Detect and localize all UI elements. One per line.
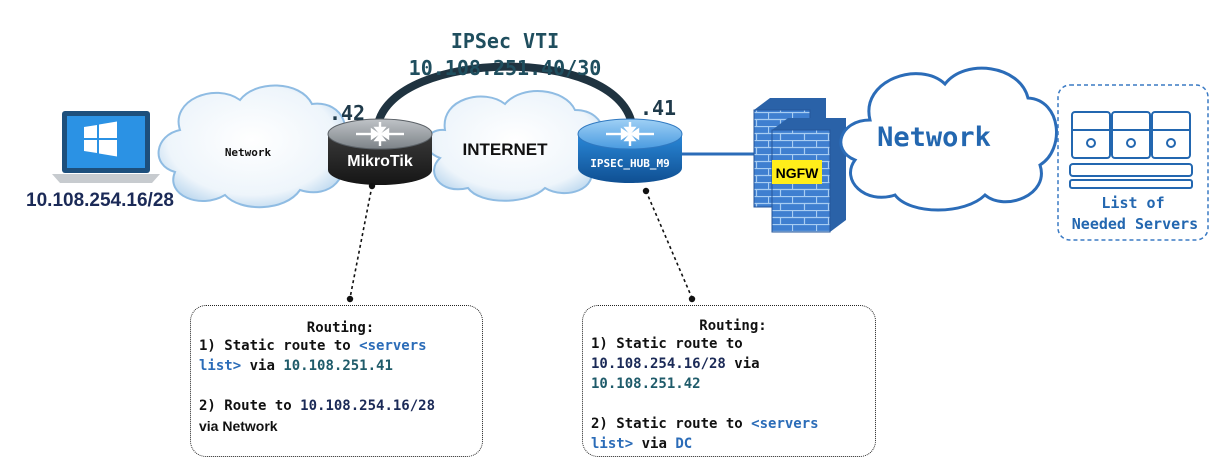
network-cloud-left-label: Network (225, 146, 272, 159)
network-cloud-right-label: Network (877, 122, 991, 153)
left-routing-title: Routing: (306, 320, 375, 336)
right-route-1-gw: 10.108.251.42 (591, 376, 701, 392)
servers-label-line2: Needed Servers (1072, 215, 1198, 233)
right-ip-suffix: .41 (640, 96, 676, 120)
left-route-1: 1) Static route to <servers (199, 338, 427, 354)
network-cloud-left (157, 84, 347, 209)
server-rack-icon (1057, 84, 1209, 241)
ipsec-hub-router-icon (577, 118, 683, 183)
right-route-1: 1) Static route to (591, 336, 743, 352)
ipsec-tunnel-arc (374, 62, 636, 126)
tunnel-name-label: IPSec VTI (451, 29, 559, 53)
ipsec-hub-label: IPSEC_HUB_M9 (590, 157, 669, 170)
right-route-1-net: 10.108.254.16/28 via (591, 356, 760, 372)
client-subnet-label: 10.108.254.16/28 (26, 190, 174, 211)
right-route-2: 2) Static route to <servers (591, 416, 819, 432)
internet-cloud (425, 90, 606, 202)
mikrotik-label: MikroTik (347, 153, 413, 170)
right-callout-connector (642, 187, 696, 303)
right-routing-title: Routing: (699, 318, 767, 334)
firewall-icon (753, 98, 846, 233)
right-routing-box: Routing: 1) Static route to 10.108.254.1… (582, 305, 876, 457)
tunnel-subnet-label: 10.108.251.40/30 (409, 56, 602, 80)
left-route-2: 2) Route to 10.108.254.16/28 (199, 398, 436, 414)
network-cloud-right (839, 66, 1058, 212)
servers-label-line1: List of (1101, 194, 1164, 212)
laptop-icon (52, 111, 160, 183)
mikrotik-router-icon (327, 118, 433, 185)
left-ip-suffix: .42 (329, 101, 365, 125)
left-callout-connector (346, 182, 376, 303)
left-routing-box: Routing: 1) Static route to <servers lis… (190, 305, 483, 457)
left-route-2-via: via Network (199, 418, 278, 434)
ngfw-label: NGFW (776, 165, 820, 181)
left-route-1-cont: list> via 10.108.251.41 (199, 358, 393, 374)
internet-label: INTERNET (463, 140, 549, 159)
right-route-2-cont: list> via DC (591, 436, 693, 452)
